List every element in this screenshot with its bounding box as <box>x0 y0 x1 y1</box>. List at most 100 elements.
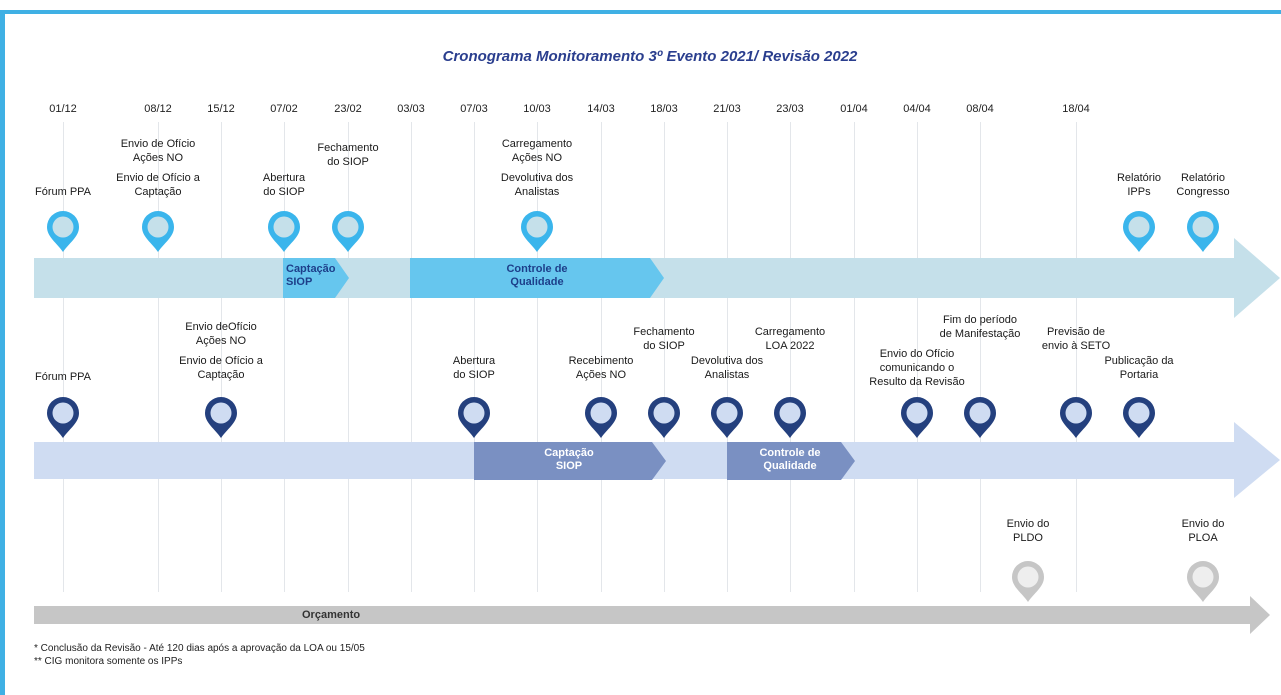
date-label: 10/03 <box>523 103 551 115</box>
event-label-line: Envio deOfício <box>185 321 257 333</box>
map-pin-icon <box>709 395 745 439</box>
map-pin-icon <box>962 395 998 439</box>
event-label-line: Envio do Ofício <box>879 348 955 360</box>
event-label-line: comunicando o <box>879 362 955 374</box>
event-label-line: Publicação da <box>1104 355 1174 367</box>
date-label: 08/04 <box>966 103 994 115</box>
map-pin-icon <box>772 395 808 439</box>
map-pin-icon <box>1121 209 1157 253</box>
event-label-line: Analistas <box>514 186 560 198</box>
event-label-line: Ações NO <box>511 152 563 164</box>
date-label: 08/12 <box>144 103 172 115</box>
event-label-line: Captação <box>197 369 245 381</box>
date-label: 23/03 <box>776 103 804 115</box>
event-label-line: Relatório <box>1116 172 1162 184</box>
event-label-line: Fechamento <box>317 142 379 154</box>
date-label: 23/02 <box>334 103 362 115</box>
event-label-forum-ppa-2: Fórum PPA <box>35 370 91 384</box>
event-label-line: Captação <box>134 186 182 198</box>
event-label-line: Envio de Ofício <box>120 138 196 150</box>
event-label-line: Fórum PPA <box>34 186 92 198</box>
date-gridline <box>854 122 855 592</box>
map-pin-icon <box>583 395 619 439</box>
event-label-line: Abertura <box>262 172 306 184</box>
event-label-line: Ações NO <box>195 335 247 347</box>
event-label-line: Devolutiva dos <box>500 172 574 184</box>
date-gridline <box>474 122 475 592</box>
date-gridline <box>158 122 159 592</box>
date-gridline <box>601 122 602 592</box>
row2-segment-captacao <box>474 442 666 480</box>
map-pin-icon <box>45 395 81 439</box>
event-label-line: Fechamento <box>633 326 695 338</box>
date-label: 04/04 <box>903 103 931 115</box>
date-gridline <box>980 122 981 592</box>
event-label-line: do SIOP <box>453 369 495 381</box>
date-label: 15/12 <box>207 103 235 115</box>
event-label-line: de Manifestação <box>939 328 1021 340</box>
event-label-line: Previsão de <box>1046 326 1106 338</box>
date-gridline <box>727 122 728 592</box>
event-label-line: Envio do <box>1006 518 1050 530</box>
date-label: 18/03 <box>650 103 678 115</box>
left-border <box>0 10 5 695</box>
event-label-line: do SIOP <box>643 340 685 352</box>
event-label-line: do SIOP <box>327 156 369 168</box>
date-gridline <box>221 122 222 592</box>
event-label-forum-ppa-1: Fórum PPA <box>35 185 91 199</box>
date-gridline <box>537 122 538 592</box>
event-label-line: IPPs <box>1127 186 1151 198</box>
map-pin-icon <box>203 395 239 439</box>
event-label-line: Fim do período <box>943 314 1017 326</box>
map-pin-icon <box>456 395 492 439</box>
event-label-fechamento-siop-2: Fechamento do SIOP <box>633 325 694 353</box>
date-gridline <box>411 122 412 592</box>
map-pin-icon <box>899 395 935 439</box>
date-gridline <box>348 122 349 592</box>
map-pin-icon <box>1185 209 1221 253</box>
map-pin-icon <box>330 209 366 253</box>
event-label-line: Abertura <box>452 355 496 367</box>
row3-bar-label: Orçamento <box>302 609 361 621</box>
row1-segment-captacao <box>283 258 349 298</box>
top-border <box>0 0 1281 14</box>
date-label: 03/03 <box>397 103 425 115</box>
map-pin-icon <box>266 209 302 253</box>
event-label-line: do SIOP <box>263 186 305 198</box>
event-label-line: Resulto da Revisão <box>869 376 965 388</box>
event-label-envio-ploa: Envio do PLOA <box>1182 517 1225 545</box>
event-label-line: LOA 2022 <box>765 340 815 352</box>
event-label-line: Analistas <box>704 369 750 381</box>
date-label: 07/03 <box>460 103 488 115</box>
event-label-line: Envio do <box>1181 518 1225 530</box>
event-label-line: PLOA <box>1188 532 1218 544</box>
map-pin-icon <box>140 209 176 253</box>
event-label-envio-captacao-1: Envio de Ofício a Captação <box>116 171 200 199</box>
date-label: 01/04 <box>840 103 868 115</box>
event-label-abertura-siop-2: Abertura do SIOP <box>453 354 495 382</box>
map-pin-icon <box>1058 395 1094 439</box>
event-label-line: Congresso <box>1176 186 1230 198</box>
event-label-abertura-siop-1: Abertura do SIOP <box>263 171 305 199</box>
map-pin-icon <box>646 395 682 439</box>
diagram-title: Cronograma Monitoramento 3º Evento 2021/… <box>442 48 858 65</box>
event-label-line: Envio de Ofício a <box>116 172 200 184</box>
date-label: 18/04 <box>1062 103 1090 115</box>
event-label-line: Recebimento <box>568 355 634 367</box>
row3-arrow-bar <box>34 596 1270 634</box>
date-gridline <box>664 122 665 592</box>
map-pin-icon <box>1185 559 1221 603</box>
